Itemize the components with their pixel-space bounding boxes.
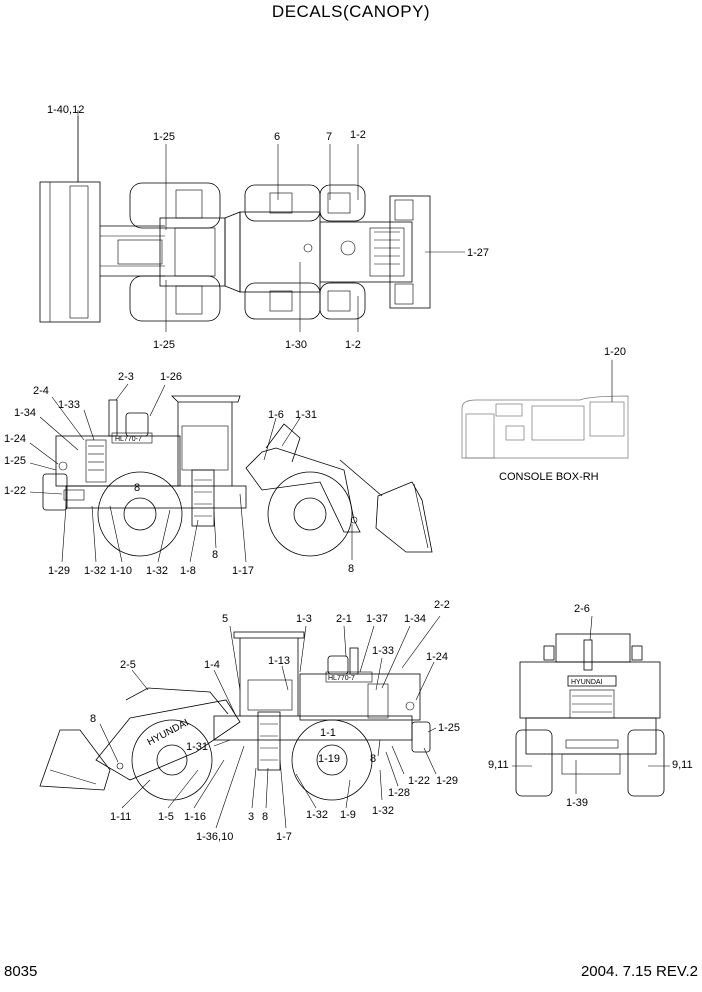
right-view-label: 1-7 xyxy=(276,831,292,843)
left-view-label: 2-4 xyxy=(33,385,49,397)
rear-view-label: 1-39 xyxy=(566,797,588,809)
left-side-view: HL770-7 xyxy=(4,371,433,577)
right-view-label: 8 xyxy=(90,713,96,725)
right-view-label: 1-9 xyxy=(340,809,356,821)
right-view-label: 1-32 xyxy=(372,805,394,817)
rear-view-label: 9,11 xyxy=(488,759,509,771)
right-view-label: 1-1 xyxy=(320,727,336,739)
right-view-label: 2-1 xyxy=(336,613,352,625)
right-view-label: 1-5 xyxy=(158,811,174,823)
left-view-label: 1-26 xyxy=(160,371,182,383)
console-box-view: 1-20 CONSOLE BOX-RH xyxy=(461,346,629,483)
left-view-label: 1-29 xyxy=(48,565,70,577)
right-view-label: 8 xyxy=(370,753,376,765)
top-view-label: 1-2 xyxy=(350,129,366,141)
rear-view-label: 9,11 xyxy=(672,759,693,771)
left-view-label: 1-10 xyxy=(110,565,132,577)
right-view-label: 1-36,10 xyxy=(196,831,233,843)
left-view-label: 1-24 xyxy=(4,433,26,445)
right-view-label: 1-11 xyxy=(110,811,131,823)
left-view-label: 1-25 xyxy=(4,455,26,467)
top-view-label: 1-2 xyxy=(345,339,361,351)
right-view-label: 1-32 xyxy=(306,809,328,821)
page-number: 8035 xyxy=(4,963,38,980)
right-view-label: 1-13 xyxy=(268,655,290,667)
left-view-label: 8 xyxy=(134,482,140,494)
right-view-label: 1-31 xyxy=(186,741,208,753)
top-view-label: 7 xyxy=(326,131,332,143)
right-view-label: 1-37 xyxy=(366,613,388,625)
right-view-label: 2-2 xyxy=(434,599,450,611)
left-view-label: 1-33 xyxy=(58,399,80,411)
right-view-label: 1-34 xyxy=(404,613,426,625)
right-view-label: 5 xyxy=(222,613,228,625)
top-view-label: 1-25 xyxy=(153,339,175,351)
right-view-label: 1-19 xyxy=(318,753,340,765)
right-model-decal: HL770-7 xyxy=(328,675,355,682)
right-view-label: 1-4 xyxy=(204,659,220,671)
rear-brand-decal: HYUNDAI xyxy=(571,679,603,686)
console-caption: CONSOLE BOX-RH xyxy=(499,471,599,483)
left-view-label: 1-34 xyxy=(14,407,36,419)
right-view-label: 8 xyxy=(262,811,268,823)
left-view-label: 8 xyxy=(212,549,218,561)
right-view-label: 1-29 xyxy=(436,775,458,787)
right-view-label: 1-28 xyxy=(388,787,410,799)
left-view-label: 8 xyxy=(348,563,354,575)
right-view-label: 3 xyxy=(248,811,254,823)
rear-view: HYUNDAI 2-6 9,11 9,11 1-39 xyxy=(488,603,693,809)
right-view-label: 1-25 xyxy=(438,722,460,734)
left-view-label: 1-32 xyxy=(84,565,106,577)
page-title: DECALS(CANOPY) xyxy=(271,2,431,21)
right-view-label: 1-24 xyxy=(426,651,448,663)
top-view: 1-40,12 1-25 6 7 1-2 1-27 1-25 1-30 1-2 xyxy=(39,104,489,351)
left-view-label: 1-8 xyxy=(180,565,196,577)
console-label: 1-20 xyxy=(604,346,626,358)
right-view-label: 1-3 xyxy=(296,613,312,625)
left-view-label: 1-31 xyxy=(295,409,317,421)
right-view-label: 1-33 xyxy=(372,645,394,657)
left-view-label: 2-3 xyxy=(118,371,134,383)
left-view-label: 1-6 xyxy=(268,409,284,421)
left-model-decal: HL770-7 xyxy=(115,436,142,443)
left-view-label: 1-17 xyxy=(232,565,254,577)
right-side-view: HYUNDAI HL770-7 xyxy=(39,599,460,843)
top-view-label: 1-27 xyxy=(467,247,489,259)
right-view-label: 2-5 xyxy=(120,659,136,671)
top-view-label: 1-40,12 xyxy=(47,104,84,116)
left-view-label: 1-32 xyxy=(146,565,168,577)
top-view-label: 6 xyxy=(274,131,280,143)
top-view-label: 1-30 xyxy=(285,339,307,351)
top-view-label: 1-25 xyxy=(153,131,175,143)
right-view-label: 1-16 xyxy=(184,811,206,823)
revision-date: 2004. 7.15 REV.2 xyxy=(580,963,698,980)
left-view-label: 1-22 xyxy=(4,485,26,497)
right-view-label: 1-22 xyxy=(408,775,430,787)
rear-view-label: 2-6 xyxy=(574,603,590,615)
